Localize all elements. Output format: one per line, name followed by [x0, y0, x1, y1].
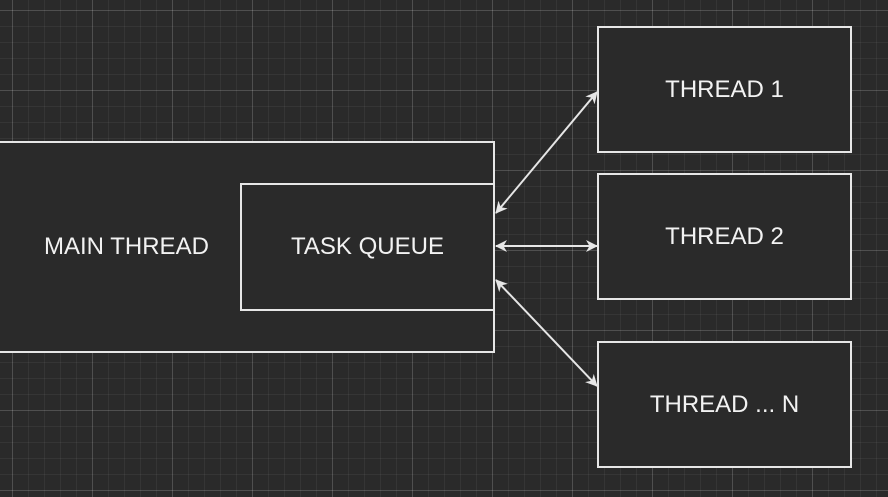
task-queue-label: TASK QUEUE	[291, 233, 444, 260]
thread-2-node[interactable]: THREAD 2	[597, 173, 852, 300]
main-thread-label: MAIN THREAD	[44, 233, 209, 260]
task-queue-node[interactable]: TASK QUEUE	[240, 183, 495, 311]
thread-1-label: THREAD 1	[665, 75, 784, 103]
thread-1-node[interactable]: THREAD 1	[597, 26, 852, 153]
thread-n-node[interactable]: THREAD ... N	[597, 341, 852, 468]
thread-2-label: THREAD 2	[665, 222, 784, 250]
connector-task-queue-thread-1[interactable]	[495, 91, 598, 214]
connector-task-queue-thread-n[interactable]	[495, 279, 598, 387]
thread-n-label: THREAD ... N	[649, 390, 800, 418]
